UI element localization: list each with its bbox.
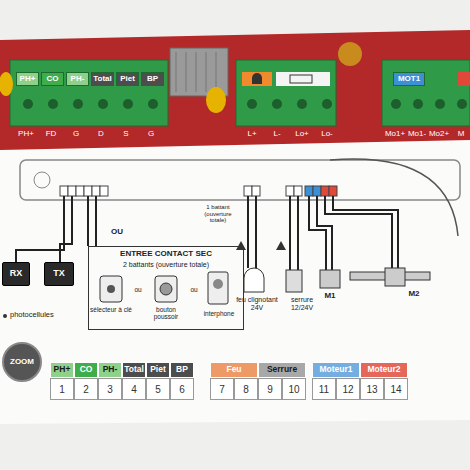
terminal-sticker: MOT1 — [393, 72, 425, 86]
terminal-number: 9 — [258, 378, 282, 400]
terminal-number: 14 — [384, 378, 408, 400]
diagram-text: feu clignotant 24V — [234, 296, 280, 311]
table-header: Piet — [146, 362, 170, 378]
table-header: Moteur2 — [360, 362, 408, 378]
terminal-number: 8 — [234, 378, 258, 400]
pin-name: G — [139, 129, 163, 140]
table-header: BP — [170, 362, 194, 378]
terminal-sticker: BP — [141, 72, 164, 86]
diagram-text: 1 battant (ouverture totale) — [198, 204, 238, 224]
terminal-number: 4 — [122, 378, 146, 400]
node-title: ENTREE CONTACT SEC — [92, 250, 240, 259]
pin-name: G — [64, 129, 88, 140]
terminal-number: 12 — [336, 378, 360, 400]
pin-name: Lo+ — [290, 129, 314, 140]
node-title: TX — [53, 269, 65, 279]
table-header: Total — [122, 362, 146, 378]
terminal-number: 11 — [312, 378, 336, 400]
pin-name: L+ — [240, 129, 264, 140]
terminal-number: 1 — [50, 378, 74, 400]
table-header: PH+ — [50, 362, 74, 378]
diagram-text: serrure 12/24V — [282, 296, 322, 311]
pin-name: S — [114, 129, 138, 140]
diagram-text: photocellules — [10, 311, 76, 319]
photocell-box: RX — [2, 262, 30, 286]
table-header: Moteur1 — [312, 362, 360, 378]
diagram-text: M2 — [404, 290, 424, 299]
terminal-sticker: PH- — [66, 72, 89, 86]
table-header: CO — [74, 362, 98, 378]
node-subtitle: 2 battants (ouverture totale) — [92, 261, 240, 269]
zoom-badge: ZOOM — [2, 342, 42, 382]
terminal-sticker: Total — [91, 72, 114, 86]
pin-name: Mo1+ — [384, 129, 406, 140]
pin-name: Mo2+ — [428, 129, 450, 140]
terminal-number: 6 — [170, 378, 194, 400]
terminal-number: 3 — [98, 378, 122, 400]
terminal-sticker: CO — [41, 72, 64, 86]
table-header: Feu — [210, 362, 258, 378]
diagram-text: OU — [106, 228, 128, 237]
photocell-box: TX — [44, 262, 74, 286]
pin-name: FD — [39, 129, 63, 140]
diagram-text: ou — [186, 286, 202, 293]
node-title: ZOOM — [10, 358, 34, 367]
pin-name: PH+ — [14, 129, 38, 140]
diagram-text: sélecteur à clé — [90, 306, 132, 313]
diagram-text: M1 — [320, 292, 340, 301]
table-header: Serrure — [258, 362, 306, 378]
diagram-text: ou — [130, 286, 146, 293]
terminal-number: 13 — [360, 378, 384, 400]
terminal-sticker: PH+ — [16, 72, 39, 86]
table-header: PH- — [98, 362, 122, 378]
terminal-sticker: Piet — [116, 72, 139, 86]
terminal-number: 5 — [146, 378, 170, 400]
node-title: RX — [10, 269, 23, 279]
pin-name: Mo1- — [406, 129, 428, 140]
pin-name: D — [89, 129, 113, 140]
terminal-number: 10 — [282, 378, 306, 400]
pin-name: M — [450, 129, 470, 140]
terminal-number: 2 — [74, 378, 98, 400]
pin-name: Lo- — [315, 129, 339, 140]
diagram-text: bouton poussoir — [145, 306, 187, 320]
diagram-text: interphone — [196, 310, 242, 317]
pin-name: L- — [265, 129, 289, 140]
terminal-number: 7 — [210, 378, 234, 400]
